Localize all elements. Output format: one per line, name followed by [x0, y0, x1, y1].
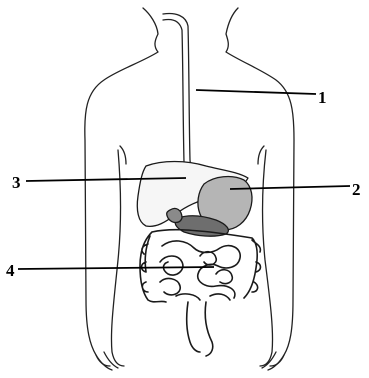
- leader-line-1: [196, 90, 316, 94]
- right-arm-inner: [260, 150, 273, 366]
- label-1: 1: [318, 88, 327, 107]
- label-2: 2: [352, 180, 361, 199]
- label-3: 3: [12, 173, 21, 192]
- rectum: [187, 302, 213, 356]
- small-intestine-coil-4: [176, 294, 230, 300]
- leader-line-4: [18, 267, 214, 269]
- label-4: 4: [6, 261, 15, 280]
- left-arm-edge: [120, 146, 126, 164]
- small-intestine-coil-2: [160, 256, 183, 295]
- left-arm-inner: [111, 150, 124, 366]
- gallbladder: [167, 208, 182, 222]
- right-arm-edge: [258, 146, 264, 164]
- large-intestine: [140, 230, 261, 302]
- right-hand: [262, 352, 284, 370]
- small-intestine: [160, 241, 240, 300]
- small-intestine-coil: [162, 241, 240, 298]
